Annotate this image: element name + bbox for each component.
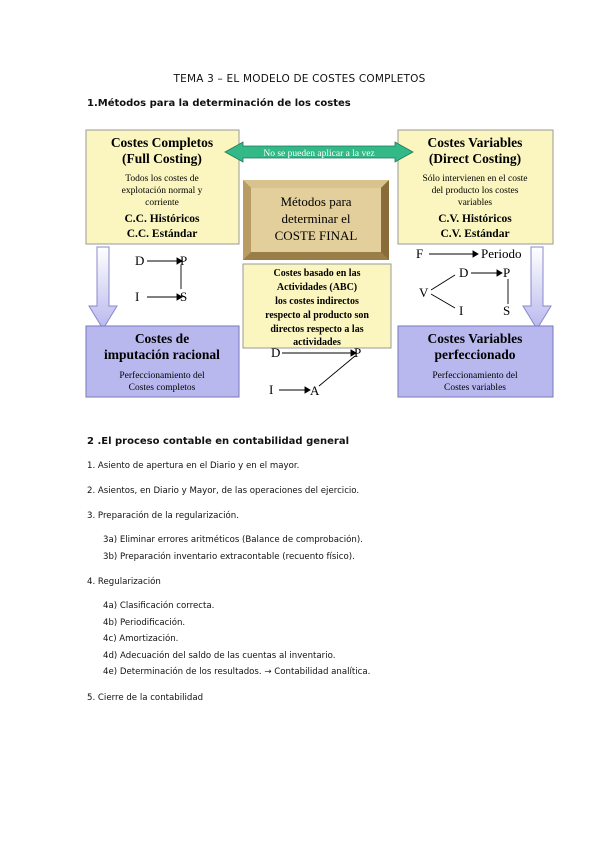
imputacion-desc-2: Costes completos xyxy=(129,383,196,393)
left-flow-diagram xyxy=(147,257,183,301)
double-arrow-icon: No se pueden aplicar a la vez xyxy=(224,141,414,163)
left-flow-s: S xyxy=(180,289,187,304)
abc-line-6: actividades xyxy=(293,337,341,348)
abc-flow-i: I xyxy=(269,382,273,397)
full-costing-desc-3: corriente xyxy=(145,198,179,208)
abc-line-2: Actividades (ABC) xyxy=(277,282,357,293)
right-down-arrow-icon xyxy=(522,246,552,330)
abc-line-1: Costes basado en las xyxy=(274,268,361,279)
list-item: 4e) Determinación de los resultados. → C… xyxy=(103,667,371,677)
arrow-note: No se pueden aplicar a la vez xyxy=(263,149,374,159)
list-item: 2. Asientos, en Diario y Mayor, de las o… xyxy=(87,486,360,496)
list-item: 4b) Periodificación. xyxy=(103,618,186,628)
direct-costing-title: Costes Variables xyxy=(428,135,523,150)
imputacion-desc-1: Perfeccionamiento del xyxy=(119,370,205,381)
right-flow-v: V xyxy=(419,285,429,300)
full-costing-historicos: C.C. Históricos xyxy=(124,213,200,225)
right-flow-i: I xyxy=(459,303,463,318)
right-flow-periodo: Periodo xyxy=(481,246,521,261)
right-flow-s: S xyxy=(503,303,510,318)
abc-flow-diagram xyxy=(279,349,357,394)
direct-costing-desc-1: Sólo intervienen en el coste xyxy=(423,174,528,184)
right-flow-diagram xyxy=(429,250,509,309)
imputacion-racional-box: Costes de imputación racional Perfeccion… xyxy=(85,325,240,398)
direct-costing-desc-3: variables xyxy=(458,198,493,208)
list-item: 5. Cierre de la contabilidad xyxy=(87,693,204,703)
list-item: 4d) Adecuación del saldo de las cuentas … xyxy=(103,651,336,661)
direct-costing-estandar: C.V. Estándar xyxy=(440,228,509,240)
section-1-heading: 1.Métodos para la determinación de los c… xyxy=(87,98,351,109)
imputacion-subtitle: imputación racional xyxy=(104,347,220,362)
perfeccionado-desc-1: Perfeccionamiento del xyxy=(432,370,518,381)
list-item: 3b) Preparación inventario extracontable… xyxy=(103,552,355,562)
right-flow-f: F xyxy=(416,246,423,261)
left-down-arrow-icon xyxy=(88,246,118,330)
center-line-2: determinar el xyxy=(282,211,351,226)
left-flow-i: I xyxy=(135,289,139,304)
direct-costing-historicos: C.V. Históricos xyxy=(438,213,512,225)
perfeccionado-subtitle: perfeccionado xyxy=(435,347,516,362)
center-method-box: Métodos para determinar el COSTE FINAL xyxy=(243,180,389,260)
perfeccionado-box: Costes Variables perfeccionado Perfeccio… xyxy=(397,325,554,398)
full-costing-estandar: C.C. Estándar xyxy=(127,228,198,240)
perfeccionado-desc-2: Costes variables xyxy=(444,383,506,393)
left-flow-d: D xyxy=(135,253,144,268)
direct-costing-subtitle: (Direct Costing) xyxy=(429,151,521,166)
list-item: 3a) Eliminar errores aritméticos (Balanc… xyxy=(103,535,363,545)
center-line-3: COSTE FINAL xyxy=(275,228,358,243)
full-costing-subtitle: (Full Costing) xyxy=(122,151,202,166)
abc-line-5: directos respecto a las xyxy=(270,324,363,335)
abc-line-3: los costes indirectos xyxy=(275,296,359,307)
right-flow-d: D xyxy=(459,265,468,280)
list-item: 3. Preparación de la regularización. xyxy=(87,511,239,521)
abc-flow-a: A xyxy=(310,383,320,398)
abc-flow-d: D xyxy=(271,345,280,360)
list-item: 4a) Clasificación correcta. xyxy=(103,601,215,611)
full-costing-box: Costes Completos (Full Costing) Todos lo… xyxy=(85,129,240,245)
full-costing-desc-1: Todos los costes de xyxy=(125,174,198,184)
list-item: 4. Regularización xyxy=(87,577,161,587)
page-title: TEMA 3 – EL MODELO DE COSTES COMPLETOS xyxy=(173,73,426,85)
full-costing-title: Costes Completos xyxy=(111,135,213,150)
abc-box: Costes basado en las Actividades (ABC) l… xyxy=(242,263,392,349)
left-flow-p: P xyxy=(180,253,187,268)
list-item: 4c) Amortización. xyxy=(103,634,179,644)
full-costing-desc-2: explotación normal y xyxy=(122,186,203,196)
direct-costing-desc-2: del producto los costes xyxy=(432,186,519,196)
costing-methods-diagram: Costes Completos (Full Costing) Todos lo… xyxy=(85,129,554,398)
center-line-1: Métodos para xyxy=(280,194,351,209)
right-flow-p: P xyxy=(503,265,510,280)
imputacion-title: Costes de xyxy=(135,331,189,346)
list-item: 1. Asiento de apertura en el Diario y en… xyxy=(87,461,300,471)
perfeccionado-title: Costes Variables xyxy=(428,331,523,346)
abc-line-4: respecto al producto son xyxy=(265,310,369,321)
abc-flow-p: P xyxy=(354,345,361,360)
direct-costing-box: Costes Variables (Direct Costing) Sólo i… xyxy=(397,129,554,245)
section-2-heading: 2 .El proceso contable en contabilidad g… xyxy=(87,436,350,447)
